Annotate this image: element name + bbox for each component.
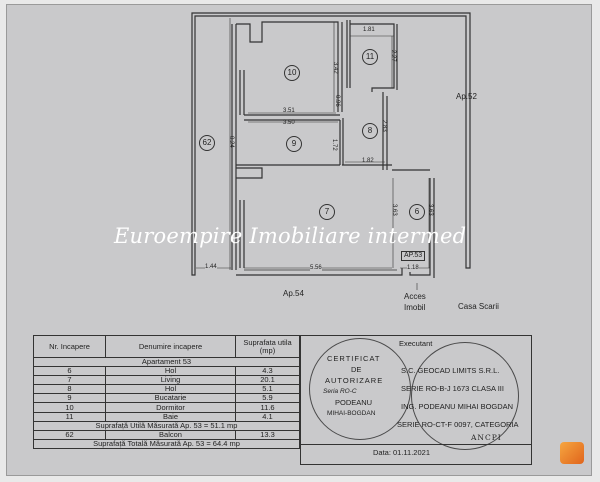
room-7-marker: 7 (319, 204, 335, 220)
executant-line4: SERIE RO-CT-F 0097, CATEGORIA (397, 420, 519, 429)
stamp1-line3: AUTORIZARE (325, 376, 384, 385)
cell-area: 13.3 (235, 429, 300, 440)
dim-5-56: 5.56 (310, 265, 322, 272)
date: Data: 01.11.2021 (373, 448, 430, 457)
dim-1-44: 1.44 (205, 264, 217, 271)
cell-area: 11.6 (235, 402, 300, 413)
label-ap52: Ap.52 (456, 92, 477, 101)
stamp1-line6: MIHAI-BOGDAN (327, 410, 376, 417)
header-nr: Nr. Incapere (33, 335, 106, 358)
stamp2-ancpi: ANCPI (471, 433, 502, 442)
watermark: Euroempire Imobiliare intermed (114, 224, 467, 248)
stamp1-line1: CERTIFICAT (327, 354, 381, 363)
room-10-marker: 10 (284, 65, 300, 81)
room-9-marker: 9 (286, 136, 302, 152)
label-imobil: Imobil (404, 303, 426, 312)
executant-title: Executant (399, 339, 433, 348)
dim-3-63-b: 3.63 (427, 204, 433, 216)
cell-name: Bucatarie (105, 393, 236, 404)
room-6-marker: 6 (409, 204, 425, 220)
dim-1-18: 1.18 (407, 265, 419, 272)
cell-nr: 11 (33, 411, 106, 422)
dim-3-42: 3.42 (332, 62, 338, 74)
dim-2-27: 2.27 (390, 50, 396, 62)
dim-3-63-a: 3.63 (391, 204, 397, 216)
executant-box: Executant CERTIFICAT DE AUTORIZARE Seria… (300, 335, 532, 465)
label-ap54: Ap.54 (283, 289, 304, 298)
cell-area: 4.1 (235, 411, 300, 422)
cell-area: 5.9 (235, 393, 300, 404)
cell-area: 4.3 (235, 366, 300, 377)
executant-line3: ING. PODEANU MIHAI BOGDAN (401, 402, 514, 411)
stamp1-line2: DE (351, 365, 362, 374)
cell-name: Dormitor (105, 402, 236, 413)
cell-name: Balcon (105, 429, 236, 440)
total-area: Suprafață Totală Măsurată Ap. 53 = 64.4 … (33, 438, 300, 449)
header-area: Suprafata utila (mp) (235, 335, 300, 358)
apartment-tag: AP.53 (401, 251, 426, 261)
dim-1-81: 1.81 (363, 27, 375, 33)
cell-nr: 9 (33, 393, 106, 404)
room-62-marker: 62 (199, 135, 215, 151)
cell-nr: 10 (33, 402, 106, 413)
useful-area-total: Suprafață Utilă Măsurată Ap. 53 = 51.1 m… (33, 420, 300, 431)
brand-logo-icon (560, 442, 584, 464)
stamp-certificate (309, 338, 411, 440)
stamp1-line4: Seria RO-C (323, 388, 357, 395)
dim-3-51: 3.51 (283, 108, 295, 114)
cell-area: 5.1 (235, 384, 300, 395)
cell-name: Baie (105, 411, 236, 422)
header-name: Denumire incapere (105, 335, 236, 358)
room-11-marker: 11 (362, 49, 378, 65)
label-acces: Acces (404, 292, 426, 301)
label-casa-scarii: Casa Scarii (458, 302, 499, 311)
stamp-ancpi (411, 342, 519, 450)
dim-3-50: 3.50 (283, 120, 295, 126)
cell-nr: 62 (33, 429, 106, 440)
executant-line2: SERIE RO-B-J 1673 CLASA III (401, 384, 504, 393)
stamp1-line5: PODEANU (335, 398, 373, 407)
dim-1-72: 1.72 (331, 139, 337, 151)
room-8-marker: 8 (362, 123, 378, 139)
executant-line1: S.C. GEOCAD LIMITS S.R.L. (401, 366, 500, 375)
dim-0-96: 0.96 (334, 95, 340, 107)
dim-1-82: 1.82 (362, 158, 374, 164)
dim-2-83: 2.83 (381, 120, 387, 132)
section-row: Apartament 53 (33, 356, 300, 368)
dim-0-24: 0.24 (228, 136, 234, 148)
cell-area: 20.1 (235, 375, 300, 386)
